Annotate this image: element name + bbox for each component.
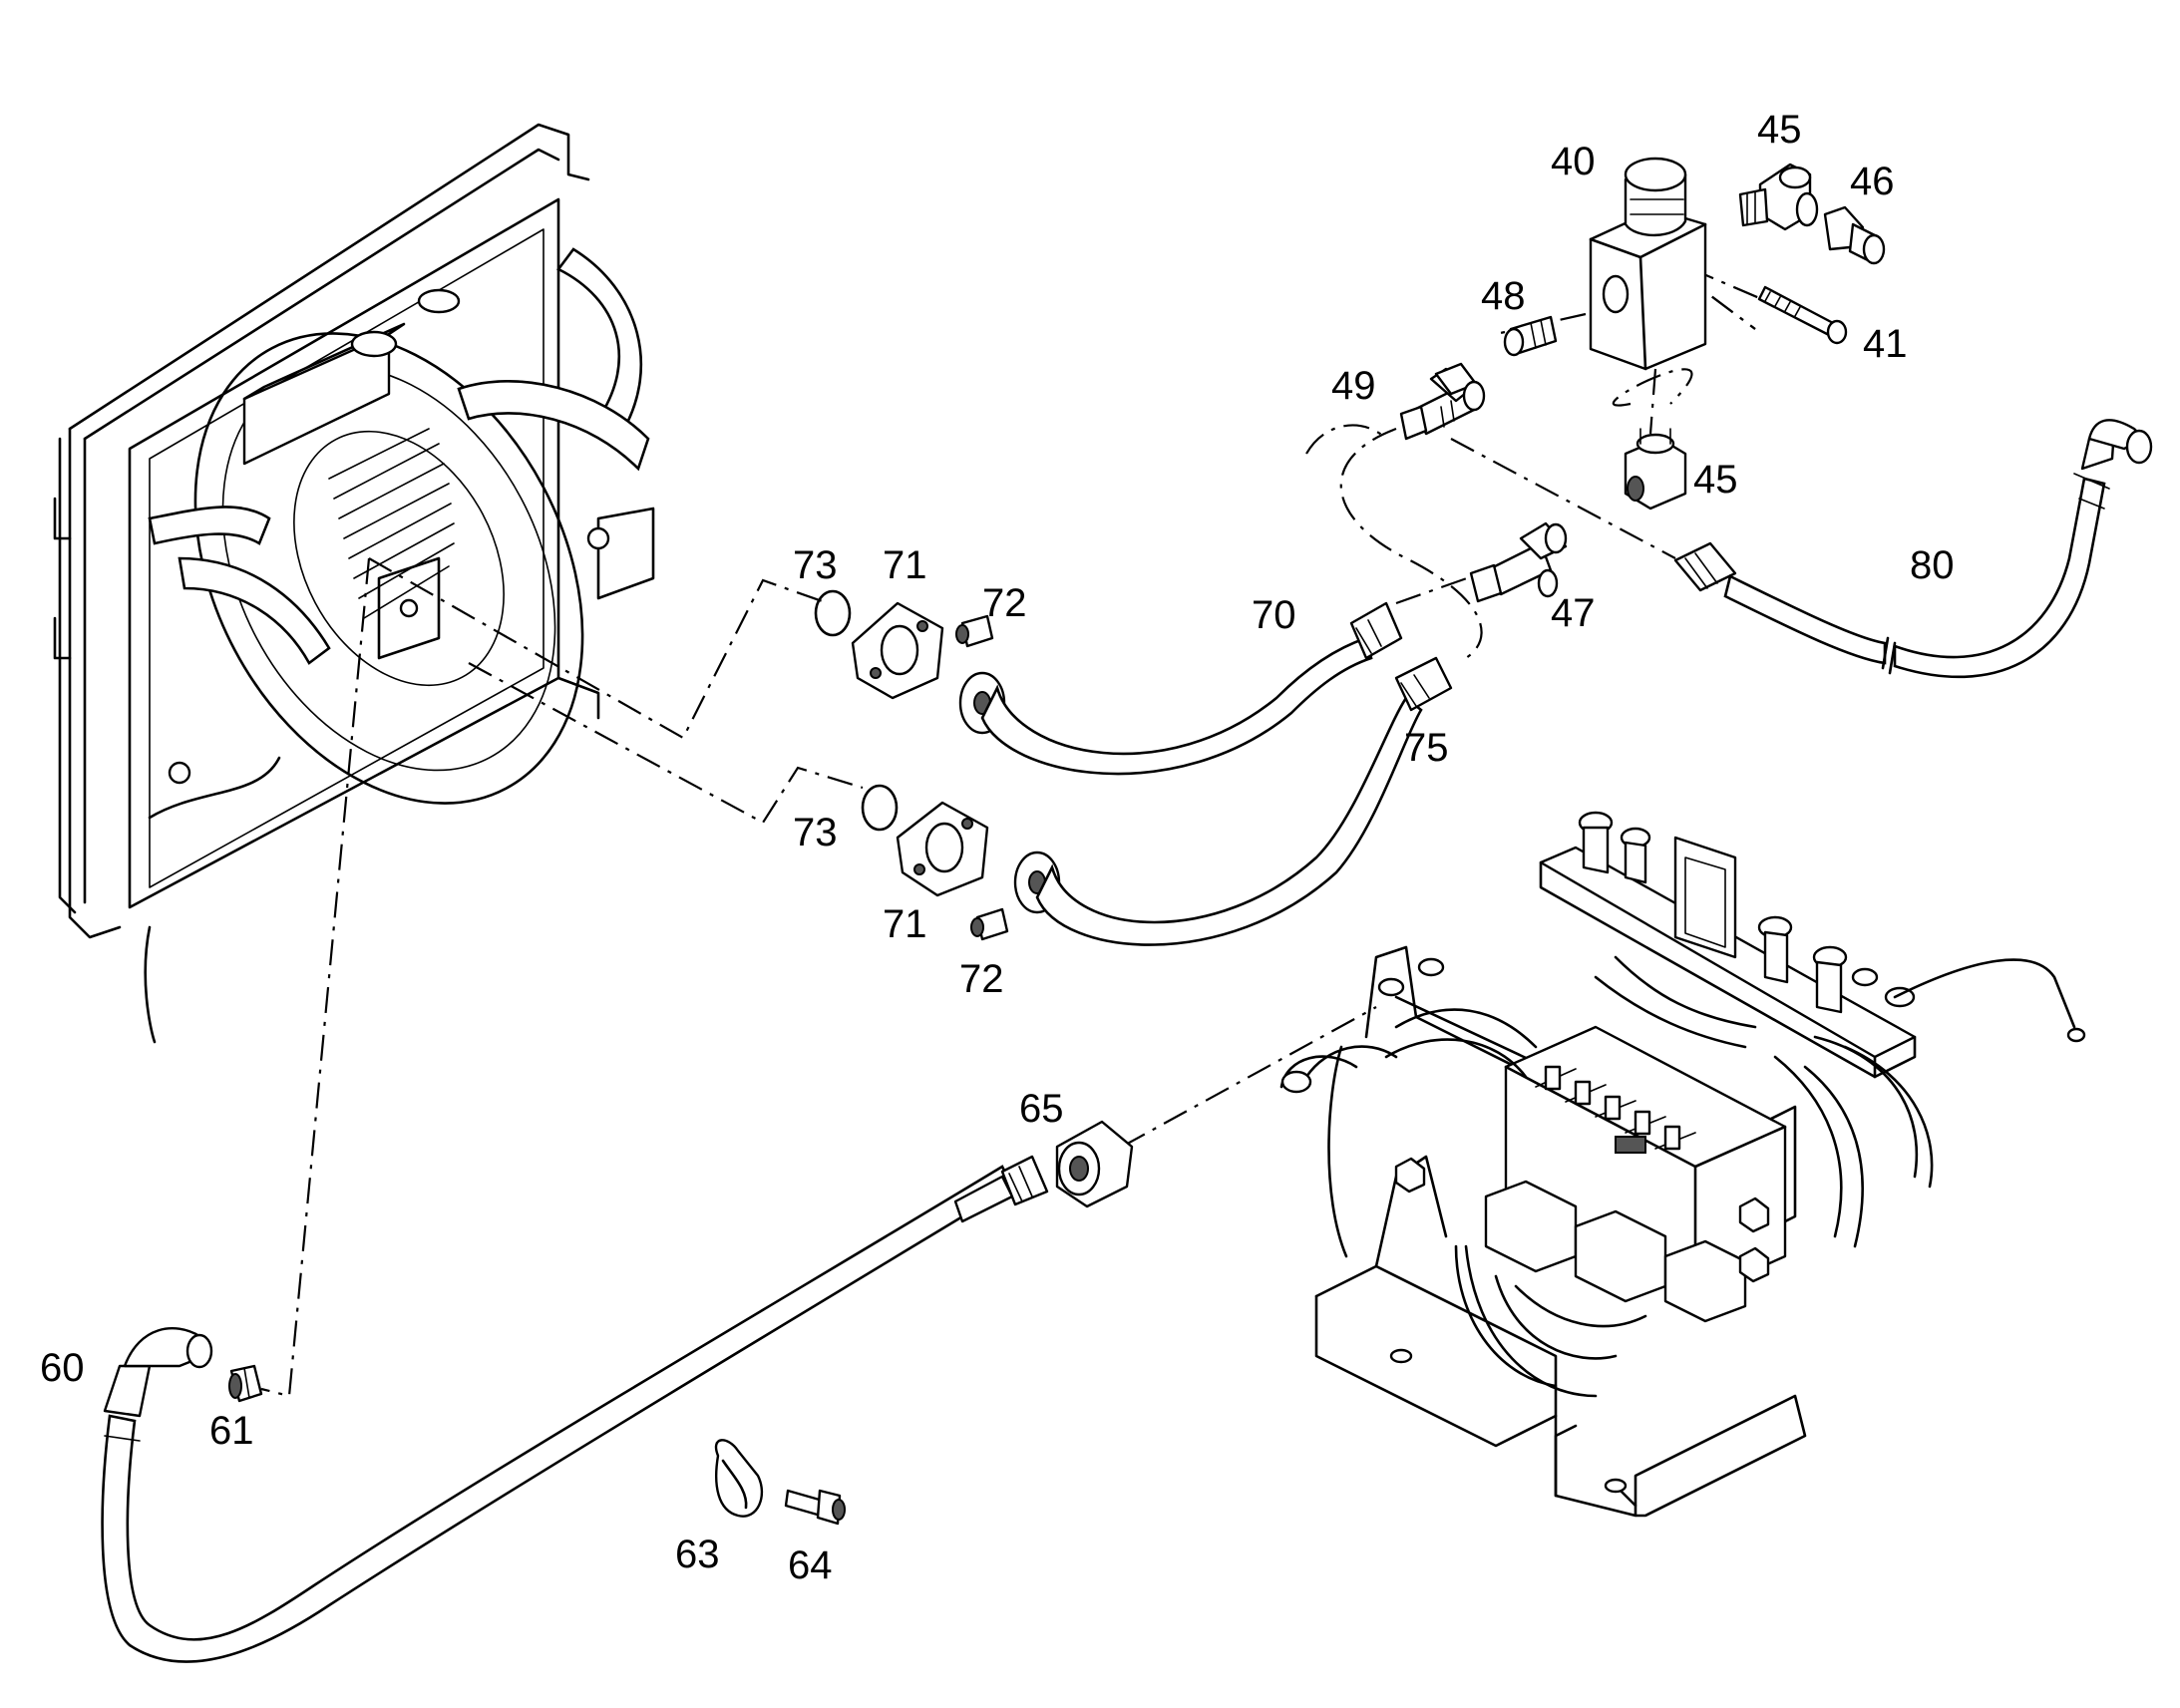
snap-ring-73-lower xyxy=(861,784,899,832)
fitting-45-top xyxy=(1738,163,1819,231)
callout-40: 40 xyxy=(1551,140,1596,183)
nipple-48 xyxy=(1503,315,1558,357)
callout-46: 46 xyxy=(1850,160,1895,203)
hose-80 xyxy=(1673,419,2153,679)
callout-60: 60 xyxy=(40,1346,85,1390)
callout-73-upper: 73 xyxy=(793,543,838,587)
callout-80: 80 xyxy=(1910,543,1955,587)
callout-48: 48 xyxy=(1481,274,1526,318)
screw-64 xyxy=(784,1489,846,1526)
callout-64: 64 xyxy=(788,1543,833,1587)
clamp-63 xyxy=(714,1439,764,1518)
fitting-61 xyxy=(228,1364,263,1403)
tee-fitting-47 xyxy=(1469,521,1568,603)
callout-45-top: 45 xyxy=(1757,108,1802,152)
callout-70: 70 xyxy=(1252,593,1296,637)
hose-70 xyxy=(958,601,1403,776)
callout-41: 41 xyxy=(1863,322,1908,366)
fitting-46-cap xyxy=(1823,205,1886,265)
callout-labels: 40 45 46 41 48 49 45 80 47 70 75 73 71 7… xyxy=(40,108,1955,1587)
callout-72-upper: 72 xyxy=(982,581,1027,625)
callout-63: 63 xyxy=(675,1533,720,1576)
callout-71-lower: 71 xyxy=(883,902,927,946)
valve-spools xyxy=(1544,1065,1681,1154)
fitting-65-nut xyxy=(1055,1120,1134,1208)
callout-65: 65 xyxy=(1019,1087,1064,1131)
callout-61: 61 xyxy=(209,1409,254,1453)
snap-ring-73-upper xyxy=(814,589,852,637)
callout-71-upper: 71 xyxy=(883,543,927,587)
screw-72-upper xyxy=(955,614,994,648)
tee-fitting-49 xyxy=(1399,362,1486,441)
flange-71-upper xyxy=(851,601,944,700)
valve-block-40 xyxy=(1589,157,1707,371)
callout-47: 47 xyxy=(1551,591,1596,635)
callout-73-lower: 73 xyxy=(793,811,838,854)
flange-71-lower xyxy=(896,801,989,897)
hose-75 xyxy=(1013,656,1453,946)
callout-49: 49 xyxy=(1331,364,1376,408)
control-valve-assembly xyxy=(1279,811,2086,1518)
callout-45-bottom: 45 xyxy=(1693,458,1738,502)
radiator-cooler-assembly xyxy=(53,123,655,1044)
callout-72-lower: 72 xyxy=(959,957,1004,1001)
callout-75: 75 xyxy=(1404,726,1449,770)
bolt-41 xyxy=(1757,285,1848,345)
hose-60 xyxy=(101,1155,1049,1663)
fitting-45-bottom xyxy=(1624,428,1687,511)
screw-72-lower xyxy=(970,907,1009,941)
